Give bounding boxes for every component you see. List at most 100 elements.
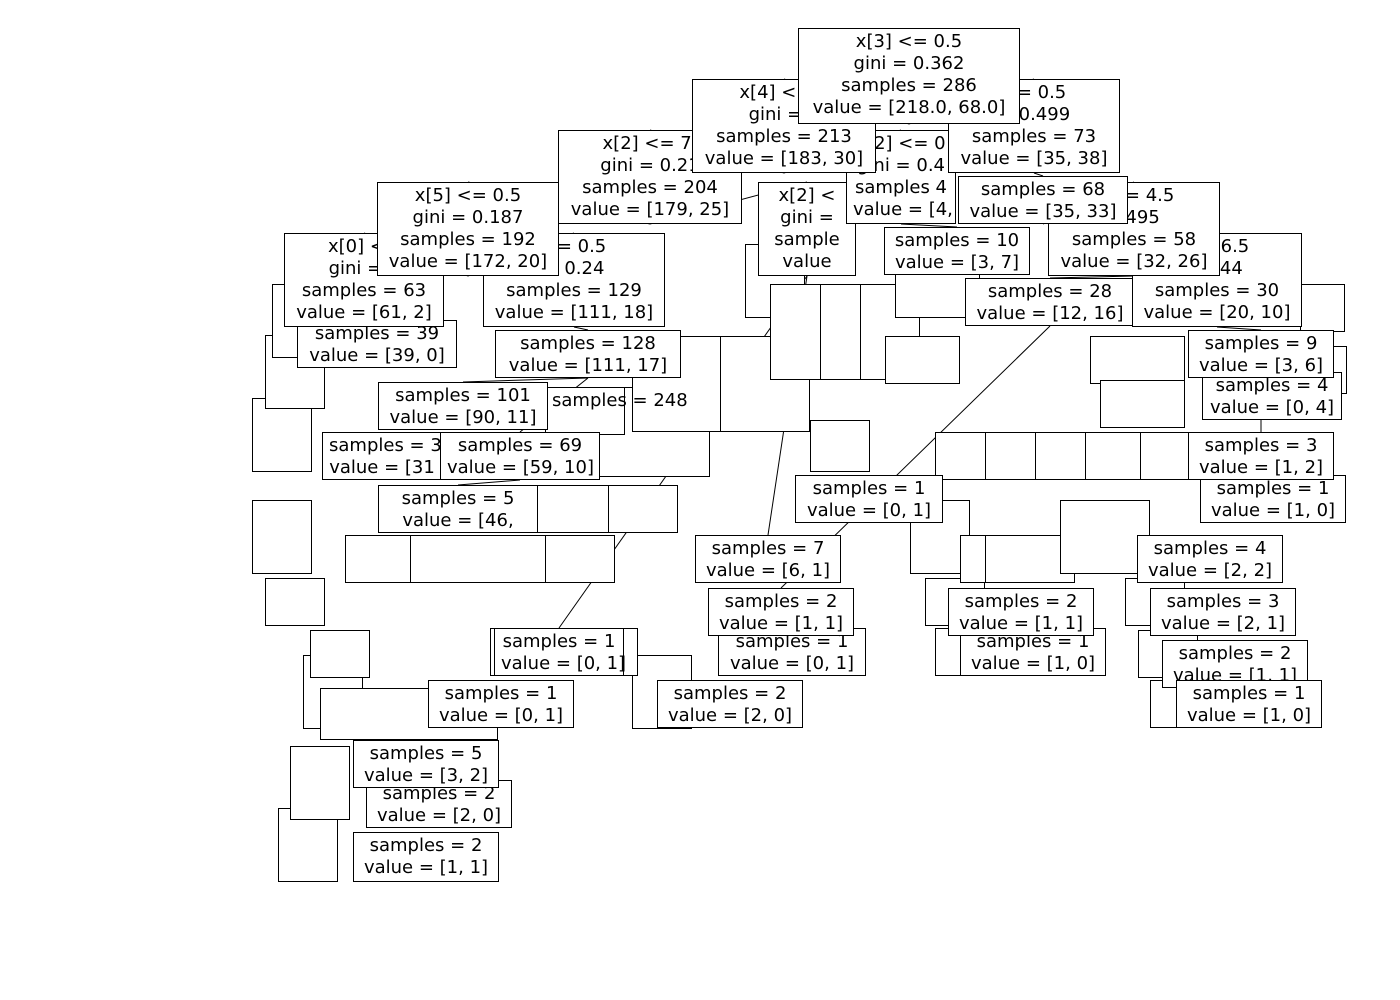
tree-node-line: value = [61, 2]	[296, 302, 432, 323]
tree-node-line: samples = 192	[400, 229, 536, 250]
tree-node-line: samples = 5	[401, 488, 515, 509]
tree-node-line: samples = 129	[506, 280, 642, 301]
tree-node-line: value = [2, 0]	[376, 805, 502, 826]
tree-node-line: samples = 73	[971, 126, 1097, 147]
tree-edge	[462, 377, 589, 383]
tree-node-ghost	[608, 485, 678, 533]
tree-edge	[1049, 275, 1135, 279]
tree-node-line: samples = 1	[812, 478, 926, 499]
tree-node-line: value = [20, 10]	[1143, 302, 1291, 323]
tree-node-line: value = [1, 0]	[970, 653, 1096, 674]
tree-node-line: samples = 2	[1178, 643, 1292, 664]
tree-node-line: value = [3, 6]	[1198, 355, 1324, 376]
tree-node-line: value = [1, 1]	[958, 613, 1084, 634]
tree-node-line: value = [2, 0]	[667, 705, 793, 726]
tree-node-ghost	[810, 420, 870, 472]
tree-node-line: value = [46,	[402, 510, 514, 531]
tree-node-ghost	[290, 746, 350, 820]
tree-node-line: value = [4,	[853, 199, 953, 220]
tree-node-line: samples = 213	[716, 126, 852, 147]
tree-node-line: value	[782, 251, 832, 272]
tree-node-line: value = [39, 0]	[309, 345, 445, 366]
tree-node-line: gini = 0.187	[412, 207, 524, 228]
tree-node-line: samples = 1	[502, 631, 616, 652]
tree-node-line: gini = 0.21	[600, 155, 700, 176]
tree-node-line: value = [1, 0]	[1186, 705, 1312, 726]
tree-node-ghost	[345, 535, 417, 583]
tree-node-line: value = [1, 1]	[363, 857, 489, 878]
tree-edge	[900, 223, 958, 228]
tree-node-line: x[3] <= 0.5	[855, 31, 963, 52]
tree-node-line: samples = 1	[976, 631, 1090, 652]
tree-node-line: samples = 58	[1071, 229, 1197, 250]
tree-node-line: gini = 0.4	[857, 155, 945, 176]
tree-node-line: samples = 1	[1192, 683, 1306, 704]
tree-node-line: value = [218.0, 68.0]	[812, 97, 1006, 118]
tree-node-line: samples = 3	[1166, 591, 1280, 612]
tree-node-line: value = [0, 1]	[501, 653, 626, 674]
tree-node-line: value = [6, 1]	[705, 560, 831, 581]
tree-node-line: samples = 39	[314, 323, 440, 344]
tree-node-line: samples = 10	[894, 230, 1020, 251]
tree-node-line: value = [111, 18]	[494, 302, 654, 323]
tree-node-line: value = [3, 7]	[894, 252, 1020, 273]
tree-node-line: samples = 2	[724, 591, 838, 612]
tree-node-line: samples = 3	[329, 435, 442, 456]
tree-node-line: samples = 248	[552, 390, 688, 411]
tree-node-line: x[2] <= 0	[856, 133, 946, 154]
tree-edge	[1216, 326, 1262, 331]
tree-node-line: value = [2, 1]	[1160, 613, 1286, 634]
tree-node-ghost	[1090, 336, 1185, 384]
tree-node-line: x[5] <= 0.5	[414, 185, 522, 206]
tree-node-ghost	[252, 500, 312, 574]
tree-node-line: samples = 3	[1204, 435, 1318, 456]
tree-node-line: samples = 1	[444, 683, 558, 704]
tree-node-line: samples = 286	[841, 75, 977, 96]
tree-node-ghost	[310, 630, 370, 678]
tree-node-line: value = [0, 1]	[438, 705, 564, 726]
tree-node-ghost	[252, 398, 312, 472]
tree-node-line: value = [0, 4]	[1209, 397, 1335, 418]
tree-node-line: value = [0, 1]	[806, 500, 932, 521]
tree-node-line: samples = 2	[964, 591, 1078, 612]
tree-node-line: gini =	[780, 207, 834, 228]
tree-node-ghost	[545, 535, 615, 583]
tree-node-line: value = [179, 25]	[570, 199, 730, 220]
tree-node-line: x[2] <	[778, 185, 836, 206]
tree-node-ghost	[1300, 284, 1345, 332]
tree-node-line: samples = 7	[711, 538, 825, 559]
tree-node-ghost	[885, 336, 960, 384]
tree-node-line: value = [35, 33]	[969, 201, 1117, 222]
tree-node-line: value = [2, 2]	[1147, 560, 1273, 581]
tree-node-line: x[2] <= 7.	[602, 133, 698, 154]
tree-node-line: samples = 68	[980, 179, 1106, 200]
tree-node-line: samples = 4	[1153, 538, 1267, 559]
tree-node-line: value = [172, 20]	[388, 251, 548, 272]
tree-node-line: value = [32, 26]	[1060, 251, 1208, 272]
tree-node-line: samples = 101	[395, 385, 531, 406]
tree-node-line: samples = 2	[382, 783, 496, 804]
tree-edge	[573, 326, 589, 331]
tree-node-line: value = [1, 0]	[1210, 500, 1336, 521]
tree-node-line: samples = 4	[1215, 375, 1329, 396]
tree-node-line: samples = 5	[369, 743, 483, 764]
